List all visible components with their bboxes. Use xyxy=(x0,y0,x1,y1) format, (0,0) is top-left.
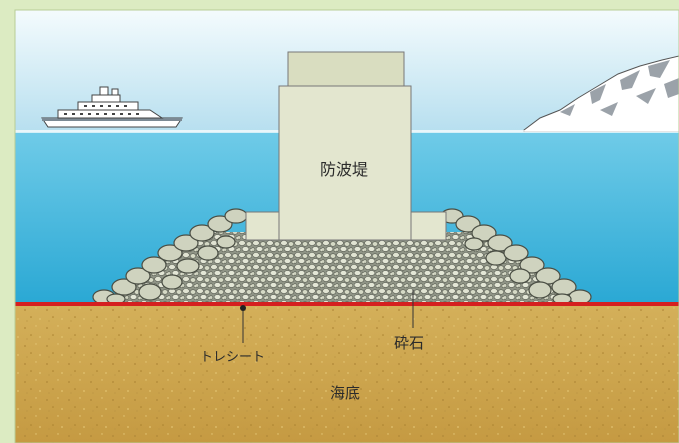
gravel-label: 砕石 xyxy=(394,334,425,352)
leader-lines xyxy=(242,290,414,343)
breakwater-label: 防波堤 xyxy=(320,160,369,179)
sheet-line xyxy=(15,302,679,306)
ship-icon xyxy=(41,86,183,128)
seabed-label: 海底 xyxy=(330,384,361,402)
scene-border xyxy=(14,9,679,443)
sheet-marker xyxy=(240,305,246,311)
scene xyxy=(15,10,679,443)
breakwater-caisson xyxy=(245,51,447,241)
armor-stones xyxy=(92,208,592,305)
trey-sheet-label: トレシート xyxy=(200,350,266,365)
seabed-texture xyxy=(15,304,679,443)
gravel-mound xyxy=(110,232,585,302)
